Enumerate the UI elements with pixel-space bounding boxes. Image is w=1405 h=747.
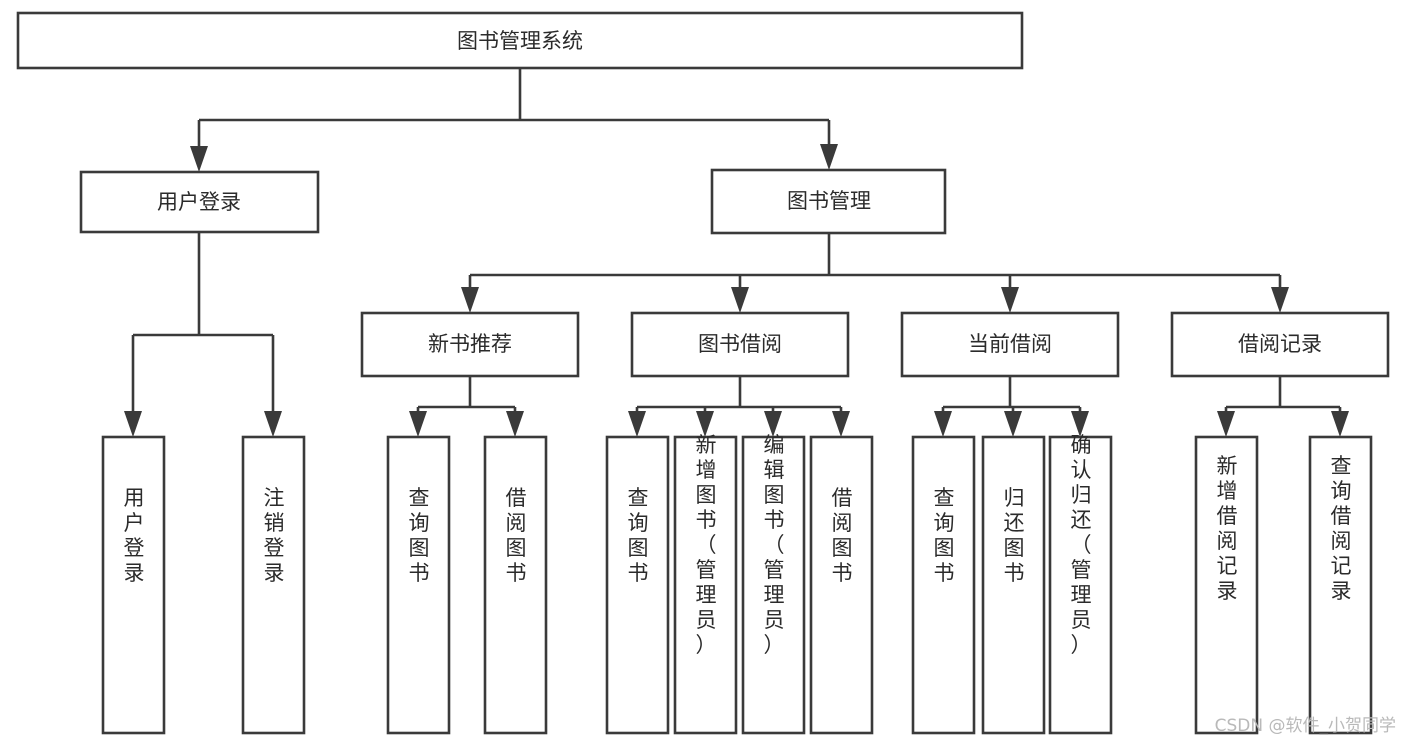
arrow-head-current-borrow <box>1001 287 1019 313</box>
arrow-head-leaf-record-query <box>1331 411 1349 437</box>
node-leaf-record-query-box[interactable] <box>1308 435 1373 735</box>
arrow-head-leaf-borrow-query-book <box>628 411 646 437</box>
node-leaf-current-return-book-box[interactable] <box>981 435 1046 735</box>
node-leaf-recommend-borrow-book-label: 借阅图书 <box>506 486 527 585</box>
arrow-head-leaf-current-return-book <box>1004 411 1022 437</box>
node-leaf-borrow-query-book[interactable]: 查询图书 <box>605 435 670 735</box>
arrow-head-leaf-record-add <box>1217 411 1235 437</box>
node-leaf-user-logout-label: 注销登录 <box>264 486 285 585</box>
node-leaf-current-return-book-label: 归还图书 <box>1004 486 1025 585</box>
node-leaf-borrow-query-book-box[interactable] <box>605 435 670 735</box>
arrow-head-user-login <box>190 146 208 172</box>
node-leaf-record-add-label: 新增借阅记录 <box>1217 454 1238 603</box>
node-book-borrow[interactable]: 图书借阅 <box>630 311 850 378</box>
node-leaf-user-login-box[interactable] <box>101 435 166 735</box>
node-new-book-recommend-box[interactable] <box>360 311 580 378</box>
arrow-head-leaf-borrow-add-book <box>696 411 714 437</box>
node-leaf-borrow-borrow-book-label: 借阅图书 <box>832 486 853 585</box>
node-leaf-borrow-edit-book-box[interactable] <box>741 435 806 735</box>
node-borrow-record-box[interactable] <box>1170 311 1390 378</box>
node-leaf-borrow-add-book[interactable]: 新增图书（管理员） <box>673 433 738 735</box>
node-leaf-recommend-query-book-box[interactable] <box>386 435 451 735</box>
node-leaf-current-query-book-box[interactable] <box>911 435 976 735</box>
node-book-manage-box[interactable] <box>710 168 947 235</box>
connector-layer <box>124 68 1349 437</box>
node-leaf-borrow-borrow-book[interactable]: 借阅图书 <box>809 435 874 735</box>
arrow-head-leaf-borrow-borrow-book <box>832 411 850 437</box>
node-user-login[interactable]: 用户登录 <box>79 170 320 234</box>
arrow-head-new-book-recommend <box>461 287 479 313</box>
csdn-watermark: CSDN @软件_小贺同学 <box>1215 716 1396 736</box>
node-leaf-borrow-add-book-label: 新增图书（管理员） <box>696 433 717 657</box>
node-book-manage-label: 图书管理 <box>787 189 871 213</box>
arrow-head-leaf-recommend-borrow-book <box>506 411 524 437</box>
node-root[interactable]: 图书管理系统 <box>16 11 1024 70</box>
node-leaf-borrow-add-book-box[interactable] <box>673 435 738 735</box>
node-leaf-borrow-query-book-label: 查询图书 <box>628 486 649 585</box>
node-root-box[interactable] <box>16 11 1024 70</box>
node-layer: 图书管理系统 用户登录 图书管理 新书推荐 图书借阅 当前 <box>16 11 1390 735</box>
node-leaf-current-return-book[interactable]: 归还图书 <box>981 435 1046 735</box>
arrow-head-leaf-current-query-book <box>934 411 952 437</box>
node-current-borrow[interactable]: 当前借阅 <box>900 311 1120 378</box>
node-leaf-current-confirm-return[interactable]: 确认归还（管理员） <box>1048 433 1113 735</box>
node-leaf-recommend-borrow-book[interactable]: 借阅图书 <box>483 435 548 735</box>
node-new-book-recommend-label: 新书推荐 <box>428 332 512 356</box>
node-borrow-record-label: 借阅记录 <box>1238 332 1322 356</box>
node-leaf-record-add-box[interactable] <box>1194 435 1259 735</box>
node-leaf-user-logout-box[interactable] <box>241 435 306 735</box>
node-current-borrow-box[interactable] <box>900 311 1120 378</box>
node-book-borrow-label: 图书借阅 <box>698 332 782 356</box>
node-book-borrow-box[interactable] <box>630 311 850 378</box>
node-user-login-label: 用户登录 <box>157 190 241 214</box>
node-leaf-borrow-edit-book-label: 编辑图书（管理员） <box>764 433 785 657</box>
arrow-head-leaf-user-login <box>124 411 142 437</box>
arrow-head-leaf-borrow-edit-book <box>764 411 782 437</box>
node-leaf-current-confirm-return-label: 确认归还（管理员） <box>1071 433 1092 657</box>
node-user-login-box[interactable] <box>79 170 320 234</box>
node-leaf-user-login-label: 用户登录 <box>124 486 145 585</box>
node-leaf-borrow-edit-book[interactable]: 编辑图书（管理员） <box>741 433 806 735</box>
node-new-book-recommend[interactable]: 新书推荐 <box>360 311 580 378</box>
arrow-head-leaf-current-confirm-return <box>1071 411 1089 437</box>
node-leaf-recommend-borrow-book-box[interactable] <box>483 435 548 735</box>
node-borrow-record[interactable]: 借阅记录 <box>1170 311 1390 378</box>
node-current-borrow-label: 当前借阅 <box>968 332 1052 356</box>
node-book-manage[interactable]: 图书管理 <box>710 168 947 235</box>
arrow-head-book-manage <box>820 144 838 170</box>
node-leaf-record-query[interactable]: 查询借阅记录 <box>1308 435 1373 735</box>
node-leaf-current-query-book-label: 查询图书 <box>934 486 955 585</box>
node-root-label: 图书管理系统 <box>457 29 583 53</box>
node-leaf-recommend-query-book[interactable]: 查询图书 <box>386 435 451 735</box>
node-leaf-record-add[interactable]: 新增借阅记录 <box>1194 435 1259 735</box>
node-leaf-recommend-query-book-label: 查询图书 <box>409 486 430 585</box>
arrow-head-book-borrow <box>731 287 749 313</box>
node-leaf-borrow-borrow-book-box[interactable] <box>809 435 874 735</box>
arrow-head-leaf-user-logout <box>264 411 282 437</box>
node-leaf-user-logout[interactable]: 注销登录 <box>241 435 306 735</box>
node-leaf-current-query-book[interactable]: 查询图书 <box>911 435 976 735</box>
node-leaf-user-login[interactable]: 用户登录 <box>101 435 166 735</box>
node-leaf-record-query-label: 查询借阅记录 <box>1331 454 1352 603</box>
arrow-head-leaf-recommend-query-book <box>409 411 427 437</box>
node-leaf-current-confirm-return-box[interactable] <box>1048 435 1113 735</box>
arrow-head-borrow-record <box>1271 287 1289 313</box>
